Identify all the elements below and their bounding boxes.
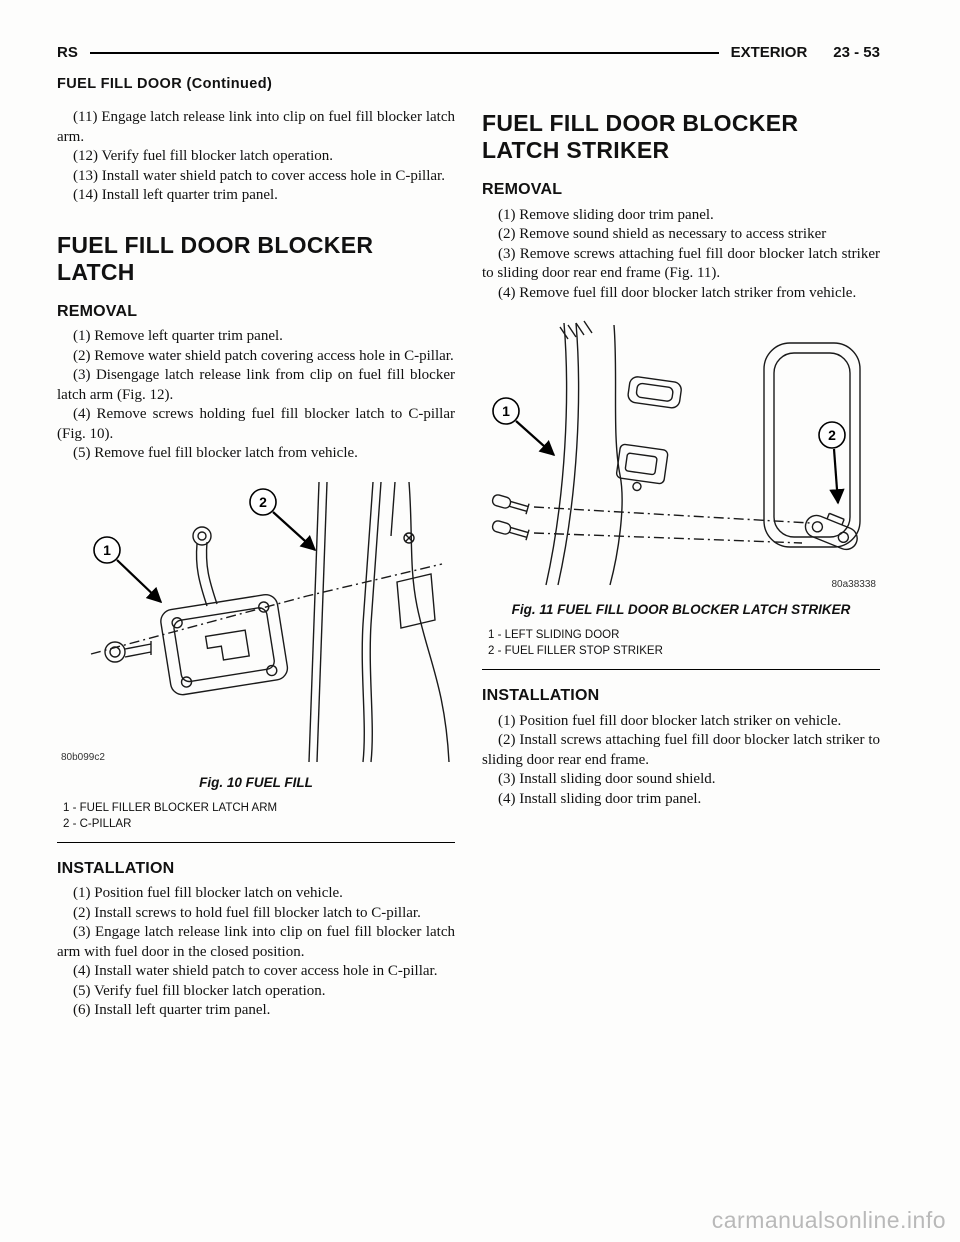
page-number: 23 - 53 — [833, 44, 880, 61]
section-title-blocker-latch: FUEL FILL DOOR BLOCKER LATCH — [57, 231, 374, 285]
procedure-step: (2) Install screws to hold fuel fill blo… — [73, 904, 421, 921]
procedure-step: (1) Position fuel fill door blocker latc… — [498, 712, 842, 729]
figure-10-artwork: 1 2 80b099c2 — [61, 481, 450, 763]
fig10-caption: Fig. 10 FUEL FILL — [199, 774, 313, 790]
procedure-step: (4) Install water shield patch to cover … — [73, 963, 438, 979]
legend-item: 1 - FUEL FILLER BLOCKER LATCH ARM — [63, 801, 278, 814]
procedure-step: (3) Engage latch release link into clip … — [57, 924, 455, 960]
fig11-code: 80a38338 — [832, 579, 877, 590]
fig11-callout-2: 2 — [828, 427, 836, 443]
fig11-legend: 1 - LEFT SLIDING DOOR 2 - FUEL FILLER STO… — [482, 628, 880, 670]
section-name: EXTERIOR — [730, 44, 808, 61]
procedure-step: (5) Verify fuel fill blocker latch opera… — [73, 982, 326, 999]
fuel-fill-door-cont-steps: (11) Engage latch release link into clip… — [57, 108, 455, 206]
procedure-step: (2) Remove sound shield as necessary to … — [498, 226, 827, 242]
procedure-step: (3) Install sliding door sound shield. — [498, 771, 716, 787]
procedure-step: (4) Remove screws holding fuel fill bloc… — [57, 406, 455, 442]
figure-11: 1 2 80a38338 Fig. 11 FUEL FILL DOOR BLOC… — [482, 315, 880, 670]
procedure-step: (3) Remove screws attaching fuel fill do… — [482, 245, 880, 282]
left-column: (11) Engage latch release link into clip… — [57, 108, 455, 1021]
procedure-step: (5) Remove fuel fill blocker latch from … — [73, 445, 358, 461]
procedure-step: (13) Install water shield patch to cover… — [73, 167, 445, 184]
striker-installation-steps: (1) Position fuel fill door blocker latc… — [482, 712, 880, 810]
fig11-callout-2-circle — [818, 421, 846, 449]
continued-heading: FUEL FILL DOOR (Continued) — [57, 76, 273, 92]
procedure-step: (1) Remove sliding door trim panel. — [498, 206, 714, 223]
procedure-step: (11) Engage latch release link into clip… — [57, 109, 455, 145]
procedure-step: (1) Remove left quarter trim panel. — [73, 328, 283, 344]
installation-heading-right: INSTALLATION — [482, 687, 600, 704]
blocker-latch-removal-steps: (1) Remove left quarter trim panel. (2) R… — [57, 327, 455, 464]
page-header: RS EXTERIOR 23 - 53 — [57, 44, 880, 61]
removal-heading-right: REMOVAL — [482, 181, 563, 198]
procedure-step: (4) Remove fuel fill door blocker latch … — [498, 284, 857, 301]
fig10-code: 80b099c2 — [61, 752, 105, 763]
procedure-step: (12) Verify fuel fill blocker latch oper… — [73, 148, 334, 164]
procedure-step: (6) Install left quarter trim panel. — [73, 1002, 271, 1018]
fig10-legend: 1 - FUEL FILLER BLOCKER LATCH ARM 2 - C-P… — [57, 801, 455, 843]
figure-10: 1 2 80b099c2 Fig. 10 FUEL FILL 1 - FUEL … — [57, 474, 455, 843]
fig11-caption: Fig. 11 FUEL FILL DOOR BLOCKER LATCH STR… — [511, 602, 851, 617]
procedure-step: (2) Remove water shield patch covering a… — [73, 347, 454, 364]
removal-heading-left: REMOVAL — [57, 302, 138, 320]
procedure-step: (3) Disengage latch release link from cl… — [57, 367, 455, 403]
right-column: FUEL FILL DOOR BLOCKER LATCH STRIKER REM… — [482, 108, 880, 809]
header-rule — [89, 51, 719, 54]
installation-heading-left: INSTALLATION — [57, 859, 175, 877]
fig11-callout-1: 1 — [502, 403, 510, 419]
fig10-callout-2-circle — [249, 487, 277, 516]
site-watermark: carmanualsonline.info — [711, 1207, 946, 1233]
fig10-callout-1: 1 — [103, 542, 111, 558]
fig10-callout-2: 2 — [259, 494, 267, 510]
legend-item: 2 - C-PILLAR — [63, 817, 132, 830]
legend-item: 2 - FUEL FILLER STOP STRIKER — [488, 645, 663, 657]
procedure-step: (14) Install left quarter trim panel. — [73, 187, 278, 203]
blocker-latch-installation-steps: (1) Position fuel fill blocker latch on … — [57, 884, 455, 1021]
fig11-callout-1-circle — [492, 397, 520, 425]
procedure-step: (4) Install sliding door trim panel. — [498, 790, 702, 807]
legend-item: 1 - LEFT SLIDING DOOR — [488, 629, 620, 641]
procedure-step: (2) Install screws attaching fuel fill d… — [482, 732, 880, 768]
figure-11-artwork: 1 2 80a38338 — [491, 320, 877, 590]
procedure-step: (1) Position fuel fill blocker latch on … — [73, 885, 343, 901]
striker-removal-steps: (1) Remove sliding door trim panel. (2) R… — [482, 206, 880, 304]
fig10-callout-1-circle — [93, 535, 121, 564]
model-code: RS — [57, 44, 78, 61]
section-title-latch-striker: FUEL FILL DOOR BLOCKER LATCH STRIKER — [482, 110, 799, 163]
